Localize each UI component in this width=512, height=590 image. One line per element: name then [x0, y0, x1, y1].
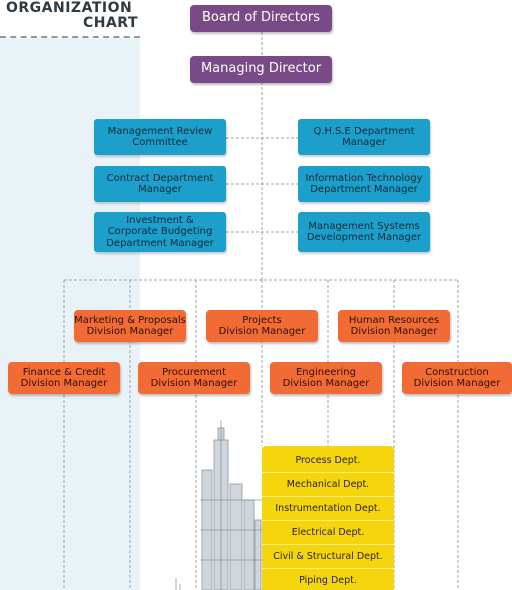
dept-label: Civil & Structural Dept. — [273, 550, 383, 562]
division-box-engineering: Engineering Division Manager — [270, 362, 382, 394]
dept-instrumentation: Instrumentation Dept. — [262, 496, 394, 521]
chart-title-line1: ORGANIZATION — [6, 0, 133, 16]
staff-label: Department Manager — [310, 184, 418, 195]
division-label: Finance & Credit — [22, 366, 106, 378]
staff-box-contract-department: Contract Department Manager — [94, 166, 226, 202]
chart-title: ORGANIZATION CHART — [6, 1, 140, 31]
division-label: Division Manager — [218, 326, 306, 337]
board-of-directors-box: Board of Directors — [190, 5, 332, 32]
division-box-finance-credit: Finance & Credit Division Manager — [8, 362, 120, 394]
staff-box-investment-budgeting: Investment & Corporate Budgeting Departm… — [94, 212, 226, 252]
engineering-departments-panel: Process Dept. Mechanical Dept. Instrumen… — [262, 446, 394, 590]
chart-title-line2: CHART — [82, 15, 138, 31]
staff-label: Manager — [342, 137, 386, 148]
dept-mechanical: Mechanical Dept. — [262, 472, 394, 497]
staff-label: Investment & — [126, 214, 194, 226]
board-of-directors-label: Board of Directors — [202, 10, 320, 26]
division-label: Procurement — [162, 366, 226, 378]
staff-label: Contract Department — [106, 172, 214, 184]
division-box-construction: Construction Division Manager — [402, 362, 512, 394]
division-label: Division Manager — [20, 378, 108, 389]
division-box-procurement: Procurement Division Manager — [138, 362, 250, 394]
staff-label: Management Review — [107, 125, 213, 137]
dept-label: Instrumentation Dept. — [275, 502, 381, 514]
dept-label: Mechanical Dept. — [286, 478, 370, 490]
division-label: Engineering — [295, 366, 356, 378]
division-label: Division Manager — [350, 326, 438, 337]
refinery-column-3 — [229, 483, 243, 590]
dept-electrical: Electrical Dept. — [262, 520, 394, 545]
staff-label: Management Systems — [308, 220, 420, 232]
staff-box-information-technology: Information Technology Department Manage… — [298, 166, 430, 202]
refinery-column-5 — [254, 519, 262, 590]
division-label: Human Resources — [348, 314, 440, 326]
division-label: Division Manager — [282, 378, 370, 389]
dept-label: Process Dept. — [295, 454, 361, 466]
division-label: Projects — [242, 314, 282, 326]
staff-label: Development Manager — [306, 232, 422, 243]
dept-label: Electrical Dept. — [291, 526, 365, 538]
managing-director-box: Managing Director — [190, 56, 332, 83]
refinery-column-4 — [243, 499, 255, 590]
staff-label: Q.H.S.E Department — [313, 125, 415, 137]
division-label: Marketing & Proposals — [74, 314, 186, 326]
division-box-marketing-proposals: Marketing & Proposals Division Manager — [74, 310, 186, 342]
staff-label: Information Technology — [305, 172, 423, 184]
division-label: Division Manager — [150, 378, 238, 389]
division-label: Division Manager — [86, 326, 174, 337]
managing-director-label: Managing Director — [200, 61, 322, 77]
header-divider — [0, 36, 140, 38]
dept-label: Piping Dept. — [299, 574, 357, 586]
staff-box-qhse: Q.H.S.E Department Manager — [298, 119, 430, 155]
staff-label: Corporate Budgeting — [107, 226, 213, 238]
dept-process: Process Dept. — [262, 448, 394, 473]
division-label: Division Manager — [413, 378, 501, 389]
staff-box-management-review: Management Review Committee — [94, 119, 226, 155]
division-label: Construction — [425, 366, 489, 378]
staff-label: Manager — [138, 184, 182, 195]
division-box-projects: Projects Division Manager — [206, 310, 318, 342]
division-box-human-resources: Human Resources Division Manager — [338, 310, 450, 342]
dept-civil-structural: Civil & Structural Dept. — [262, 544, 394, 569]
staff-label: Department Manager — [106, 237, 214, 249]
dept-piping: Piping Dept. — [262, 568, 394, 590]
staff-label: Committee — [132, 137, 188, 148]
staff-box-management-systems: Management Systems Development Manager — [298, 212, 430, 252]
